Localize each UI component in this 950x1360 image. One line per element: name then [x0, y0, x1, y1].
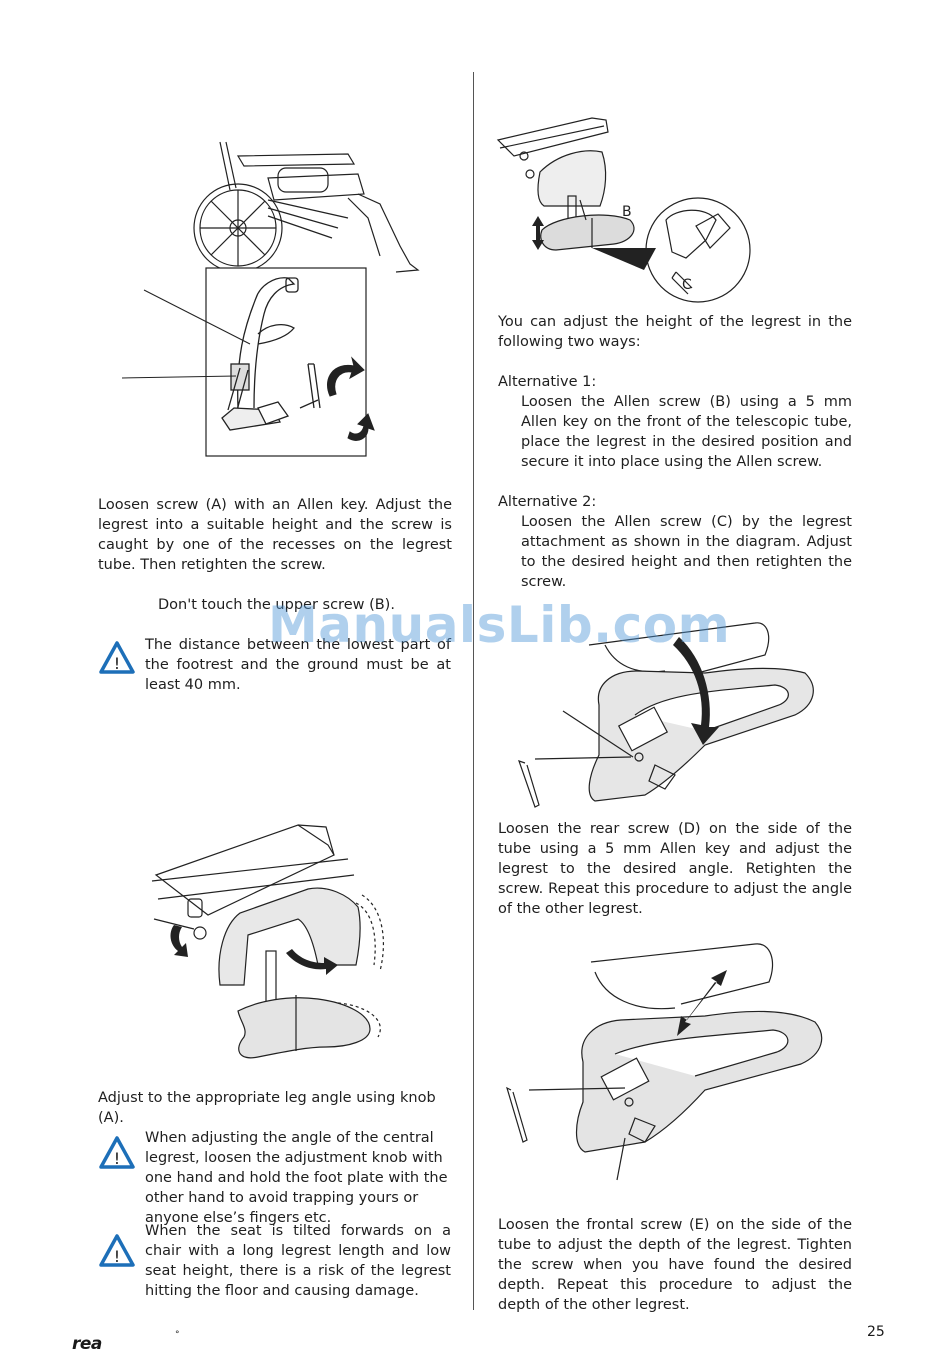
warning-central-legrest: When adjusting the angle of the central …	[145, 1128, 453, 1228]
warning-central-legrest-text: When adjusting the angle of the central …	[145, 1130, 448, 1226]
brand-logo: rea	[72, 1334, 102, 1354]
alternative-2: Alternative 2: Loosen the Allen screw (C…	[498, 492, 852, 592]
alternative-1-text: Loosen the Allen screw (B) using a 5 mm …	[521, 394, 852, 470]
paragraph-height-intro: You can adjust the height of the legrest…	[498, 312, 852, 352]
footer-mark: °	[175, 1330, 180, 1340]
warning-icon: !	[99, 1234, 135, 1267]
figure-label-b: B	[622, 204, 632, 220]
svg-text:!: !	[114, 1149, 120, 1168]
alternative-1-title: Alternative 1:	[498, 374, 597, 390]
note-upper-screw: Don't touch the upper screw (B).	[158, 595, 458, 615]
warning-footrest-distance: The distance between the lowest part of …	[145, 635, 451, 695]
paragraph-screw-d-text: Loosen the rear screw (D) on the side of…	[498, 821, 852, 917]
alternative-2-title: Alternative 2:	[498, 494, 597, 510]
paragraph-screw-d: Loosen the rear screw (D) on the side of…	[498, 819, 852, 919]
figure-legrest-height-wheelchair	[121, 141, 420, 457]
figure-central-legrest-angle	[151, 824, 385, 1059]
paragraph-screw-e-text: Loosen the frontal screw (E) on the side…	[498, 1217, 852, 1313]
warning-icon: !	[99, 1136, 135, 1169]
watermark: ManualsLib.com	[268, 596, 731, 654]
note-upper-screw-text: Don't touch the upper screw (B).	[158, 597, 395, 613]
alternative-2-text: Loosen the Allen screw (C) by the legres…	[521, 514, 852, 590]
column-divider	[473, 72, 474, 1310]
paragraph-screw-a-text: Loosen screw (A) with an Allen key. Adju…	[98, 497, 452, 573]
warning-seat-tilt-text: When the seat is tilted forwards on a ch…	[145, 1223, 451, 1299]
figure-legrest-angle-screw-d	[518, 622, 814, 808]
figure-label-c: C	[682, 277, 692, 293]
paragraph-screw-a: Loosen screw (A) with an Allen key. Adju…	[98, 495, 452, 575]
alternative-1: Alternative 1: Loosen the Allen screw (B…	[498, 372, 852, 472]
paragraph-screw-e: Loosen the frontal screw (E) on the side…	[498, 1215, 852, 1315]
paragraph-leg-angle: Adjust to the appropriate leg angle usin…	[98, 1088, 458, 1128]
svg-text:!: !	[114, 654, 120, 673]
warning-icon: !	[99, 641, 135, 674]
figure-legrest-depth-screw-e	[506, 943, 823, 1181]
figure-legrest-height-telescopic: B C	[496, 117, 751, 303]
warning-footrest-distance-text: The distance between the lowest part of …	[145, 637, 451, 693]
svg-text:!: !	[114, 1247, 120, 1266]
paragraph-leg-angle-text: Adjust to the appropriate leg angle usin…	[98, 1090, 436, 1126]
page-number: 25	[867, 1324, 885, 1340]
warning-seat-tilt: When the seat is tilted forwards on a ch…	[145, 1221, 451, 1301]
paragraph-height-intro-text: You can adjust the height of the legrest…	[498, 314, 852, 350]
